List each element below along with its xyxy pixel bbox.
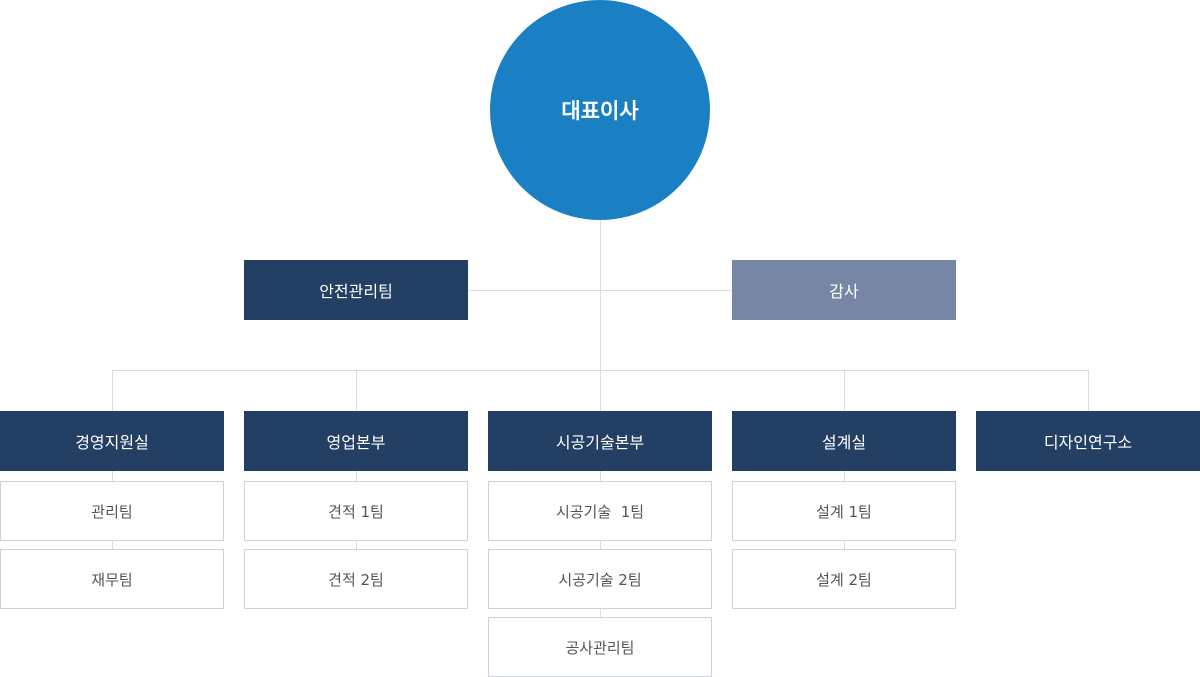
division-management-support: 경영지원실 [0, 411, 224, 471]
connector-staff-horizontal [468, 290, 732, 291]
team-node: 공사관리팀 [488, 617, 712, 677]
team-node: 견적 1팀 [244, 481, 468, 541]
connector-drop-3 [600, 370, 601, 411]
ceo-node: 대표이사 [490, 0, 710, 220]
division-design-lab: 디자인연구소 [976, 411, 1200, 471]
connector-drop-5 [1088, 370, 1089, 411]
division-sales: 영업본부 [244, 411, 468, 471]
connector-teams-3 [600, 471, 601, 617]
team-node: 설계 1팀 [732, 481, 956, 541]
team-node: 견적 2팀 [244, 549, 468, 609]
team-node: 관리팀 [0, 481, 224, 541]
division-design: 설계실 [732, 411, 956, 471]
audit-node: 감사 [732, 260, 956, 320]
connector-drop-2 [356, 370, 357, 411]
team-node: 시공기술 2팀 [488, 549, 712, 609]
team-node: 시공기술 1팀 [488, 481, 712, 541]
connector-drop-4 [844, 370, 845, 411]
connector-ceo-trunk [600, 220, 601, 370]
safety-team-node: 안전관리팀 [244, 260, 468, 320]
connector-drop-1 [112, 370, 113, 411]
division-construction-tech: 시공기술본부 [488, 411, 712, 471]
team-node: 설계 2팀 [732, 549, 956, 609]
team-node: 재무팀 [0, 549, 224, 609]
